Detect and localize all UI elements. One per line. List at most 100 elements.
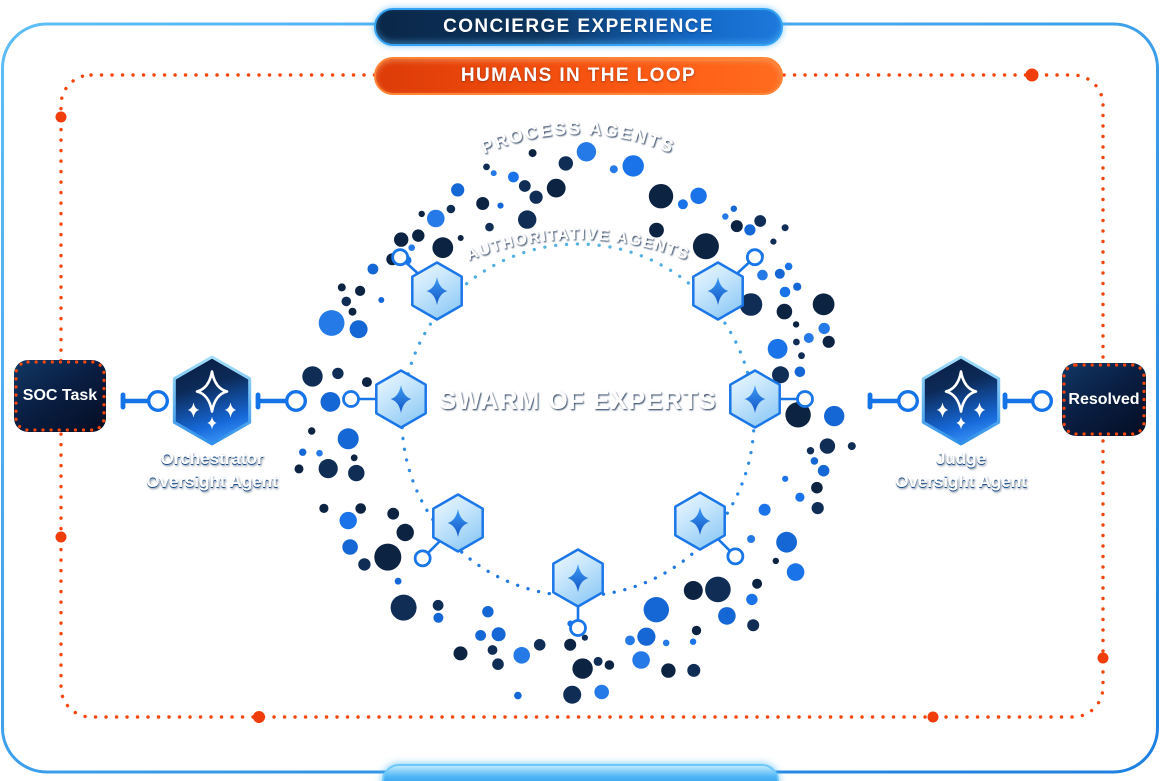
swarm-dot <box>691 625 702 636</box>
swarm-dot <box>774 268 785 279</box>
swarm-dot <box>348 464 365 482</box>
swarm-dot <box>528 149 537 158</box>
swarm-dot <box>625 635 635 646</box>
swarm-dot <box>810 457 819 465</box>
swarm-dot <box>482 606 494 618</box>
judge-label-line2: Oversight Agent <box>895 472 1027 491</box>
swarm-dot <box>811 481 823 494</box>
resolved-box: Resolved <box>1062 363 1146 436</box>
swarm-dot <box>576 142 597 162</box>
swarm-dot <box>294 464 304 474</box>
swarm-dot <box>758 503 771 516</box>
swarm-dot <box>609 165 618 174</box>
swarm-dot <box>433 612 444 623</box>
connector-tick <box>255 392 261 410</box>
authoritative-agent-icon <box>692 261 744 321</box>
swarm-dot <box>692 233 719 260</box>
swarm-dot <box>491 627 506 642</box>
swarm-center-title: SWARM OF EXPERTS <box>439 387 716 415</box>
swarm-dot <box>332 367 344 380</box>
swarm-dot <box>396 523 414 542</box>
swarm-dot <box>747 619 760 632</box>
swarm-dot <box>746 593 758 606</box>
swarm-dot <box>661 663 676 678</box>
swarm-dot <box>490 170 497 177</box>
swarm-dot <box>803 333 814 343</box>
swarm-dot <box>446 204 456 214</box>
swarm-dot <box>349 320 368 339</box>
connector-tick <box>120 392 126 410</box>
orchestrator-agent-icon <box>172 355 252 446</box>
swarm-dot <box>518 210 537 229</box>
swarm-dot <box>798 352 805 360</box>
soc-task-box: SOC Task <box>14 360 106 432</box>
orchestrator-agent-label: Orchestrator Oversight Agent <box>102 447 322 493</box>
concierge-banner-label: CONCIERGE EXPERIENCE <box>443 16 714 37</box>
swarm-dot <box>744 224 756 236</box>
authoritative-agent-icon <box>674 491 726 551</box>
agent-node-circle <box>413 549 432 568</box>
swarm-dot <box>412 229 425 242</box>
swarm-dot <box>784 262 793 271</box>
swarm-dot <box>378 297 385 303</box>
swarm-dot <box>722 213 729 220</box>
connector-tick <box>867 392 873 410</box>
agent-node-circle <box>391 248 410 267</box>
swarm-dot <box>513 647 530 664</box>
swarm-dot <box>792 321 800 328</box>
swarm-dot <box>643 597 669 623</box>
bottom-banner-partial <box>382 764 779 781</box>
swarm-dot <box>781 224 789 232</box>
frame-accent-dots <box>55 68 1109 723</box>
swarm-dot <box>320 392 341 412</box>
flow-connectors <box>120 390 1053 413</box>
swarm-dot <box>497 202 504 209</box>
swarm-dot <box>683 581 703 600</box>
swarm-dot <box>432 237 454 259</box>
swarm-dot <box>374 543 402 571</box>
swarm-dot <box>390 594 417 621</box>
swarm-dot <box>752 578 763 589</box>
swarm-dot <box>782 475 789 482</box>
swarm-dot <box>341 296 352 307</box>
swarm-dot <box>394 232 409 247</box>
swarm-dot <box>847 442 856 451</box>
connector-node-circle <box>146 390 169 413</box>
swarm-dot <box>770 238 777 245</box>
swarm-dot <box>776 303 793 320</box>
swarm-dot <box>453 646 468 661</box>
swarm-dot <box>824 405 845 427</box>
swarm-dot <box>508 171 519 183</box>
swarm-dot <box>747 535 756 543</box>
authoritative-agent-icon <box>432 493 484 553</box>
judge-agent-icon <box>921 355 1001 446</box>
swarm-dot <box>794 366 806 378</box>
swarm-dot <box>427 209 445 228</box>
judge-label-line1: Judge <box>935 449 987 468</box>
swarm-dot <box>451 183 465 197</box>
swarm-dot <box>394 577 402 585</box>
swarm-dot <box>564 638 577 651</box>
swarm-dot <box>408 244 416 251</box>
swarm-dot <box>648 184 674 209</box>
swarm-dot <box>705 576 731 603</box>
swarm-dot <box>355 503 367 514</box>
authoritative-agent-icon <box>375 369 427 429</box>
humans-banner-label: HUMANS IN THE LOOP <box>460 65 697 86</box>
swarm-dot <box>604 660 615 670</box>
swarm-dot <box>318 310 345 336</box>
authoritative-agent-icon <box>729 369 781 429</box>
swarm-dot <box>785 402 811 428</box>
agent-node-circle <box>796 390 814 408</box>
swarm-dot <box>718 607 736 625</box>
swarm-dot <box>337 283 346 292</box>
swarm-dot <box>772 366 789 384</box>
connector-node-circle <box>285 390 308 413</box>
swarm-dot <box>779 286 791 298</box>
humans-in-the-loop-banner: HUMANS IN THE LOOP <box>374 57 783 95</box>
swarm-dot <box>754 215 767 227</box>
swarm-dot <box>772 557 779 565</box>
swarm-dot <box>818 322 830 335</box>
swarm-dot <box>350 454 358 462</box>
